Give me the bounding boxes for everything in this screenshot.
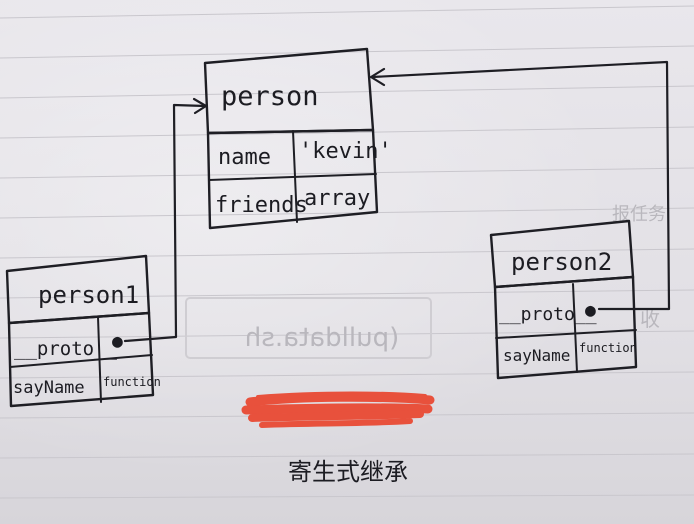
person2-object: person2 __proto__ ● sayName function bbox=[489, 219, 638, 380]
person-name-key: name bbox=[218, 145, 271, 170]
person-object: person name 'kevin' friends array bbox=[203, 47, 392, 230]
person1-proto-arrow bbox=[123, 97, 208, 343]
bleed-through-note-a: 收 bbox=[640, 307, 660, 331]
person1-sayname-value: function bbox=[103, 375, 161, 389]
person2-proto-arrow bbox=[369, 60, 671, 311]
person-name-value: 'kevin' bbox=[299, 139, 392, 164]
redaction-scribble bbox=[241, 391, 435, 428]
person1-proto-pointer: ● bbox=[112, 331, 123, 352]
bleed-through: (pulldata.sh 收 报任务 bbox=[185, 204, 666, 359]
bleed-through-note-b: 报任务 bbox=[612, 204, 666, 225]
person-friends-key: friends bbox=[215, 193, 308, 218]
person1-proto-key: __proto__ bbox=[14, 338, 118, 360]
person2-proto-key: __proto__ bbox=[499, 304, 597, 325]
person1-title: person1 bbox=[38, 281, 139, 309]
person-title: person bbox=[221, 81, 319, 112]
bleed-through-command: (pulldata.sh bbox=[245, 323, 399, 353]
person2-title: person2 bbox=[511, 248, 612, 276]
person2-proto-pointer: ● bbox=[585, 300, 596, 321]
ruled-lines bbox=[0, 5, 694, 499]
person1-sayname-key: sayName bbox=[13, 378, 85, 398]
person2-sayname-value: function bbox=[579, 341, 637, 355]
person-friends-value: array bbox=[304, 186, 370, 211]
diagram-caption: 寄生式继承 bbox=[288, 458, 408, 486]
person1-object: person1 __proto__ ● sayName function bbox=[5, 254, 161, 408]
person2-sayname-key: sayName bbox=[503, 346, 570, 365]
